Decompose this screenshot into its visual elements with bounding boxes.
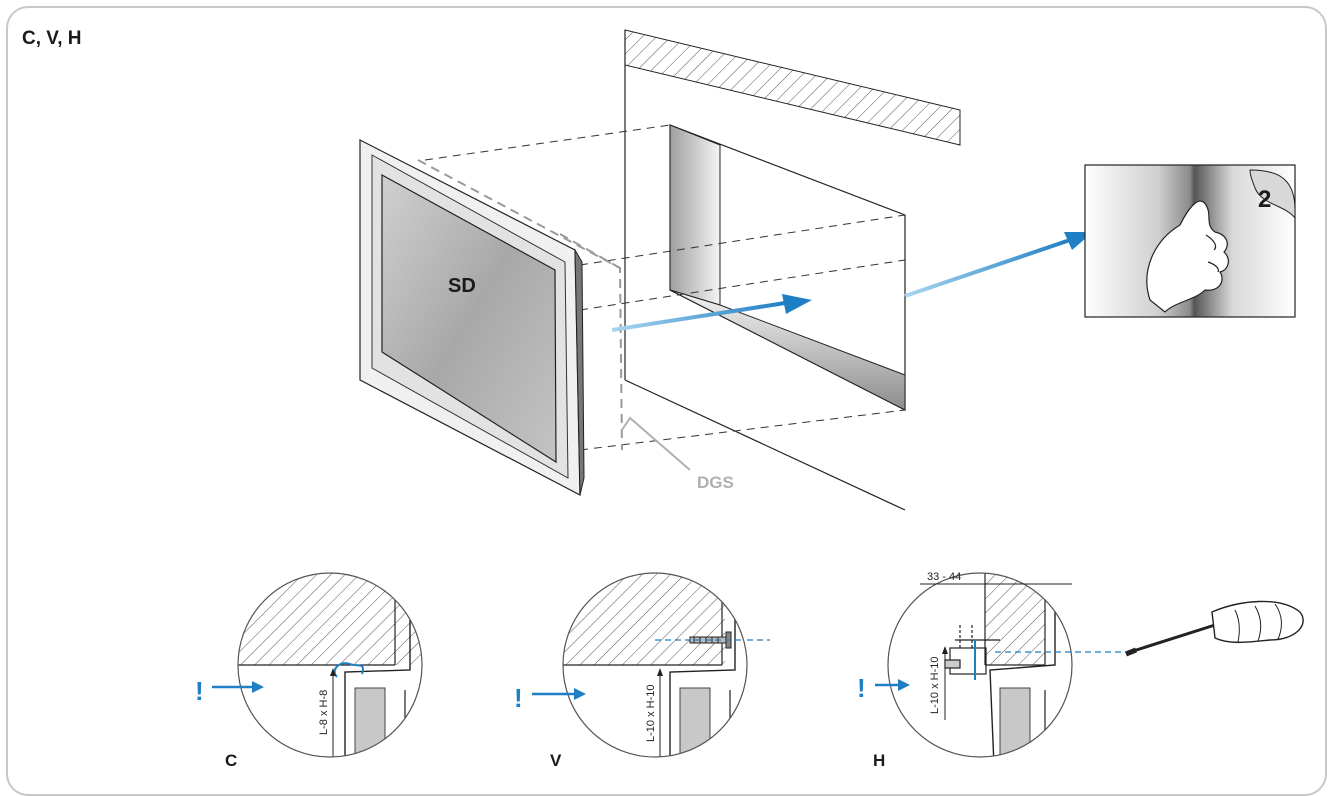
measurement-h: 33 - 44 [927,571,961,583]
panel-label: SD [448,275,476,297]
inset-number: 2 [1258,186,1271,213]
page-title: C, V, H [22,28,82,49]
warning-arrow-icon [212,681,264,693]
warning-h: ! [857,673,866,703]
caption-c: C [225,751,237,770]
projection-lines [424,124,906,451]
warning-v: ! [514,683,523,713]
warning-arrow-icon [875,679,910,691]
direction-arrows [611,232,1093,332]
screwdriver-icon [1125,600,1304,657]
frame-label: DGS [697,473,734,492]
warning-c: ! [195,676,204,706]
detail-c-dimension: L-8 x H-8 [318,690,330,735]
bracket-clamp [944,625,1000,680]
inset-detail: 2 [1084,164,1296,318]
sd-panel: SD [359,139,585,497]
detail-h: 33 - 44 L-10 x H-10 ! H [857,571,1130,770]
caption-h: H [873,751,885,770]
warning-arrow-icon [532,688,586,700]
detail-c: L-8 x H-8 ! C [195,572,423,770]
caption-v: V [550,751,562,770]
hand-pressing-icon [1146,200,1229,313]
dgs-frame [417,159,623,451]
dgs-leader [621,416,691,471]
detail-v-dimension: L-10 x H-10 [645,685,657,742]
wall [624,29,961,511]
detail-v: L-10 x H-10 ! V [514,572,770,770]
detail-h-dimension: L-10 x H-10 [929,657,941,714]
